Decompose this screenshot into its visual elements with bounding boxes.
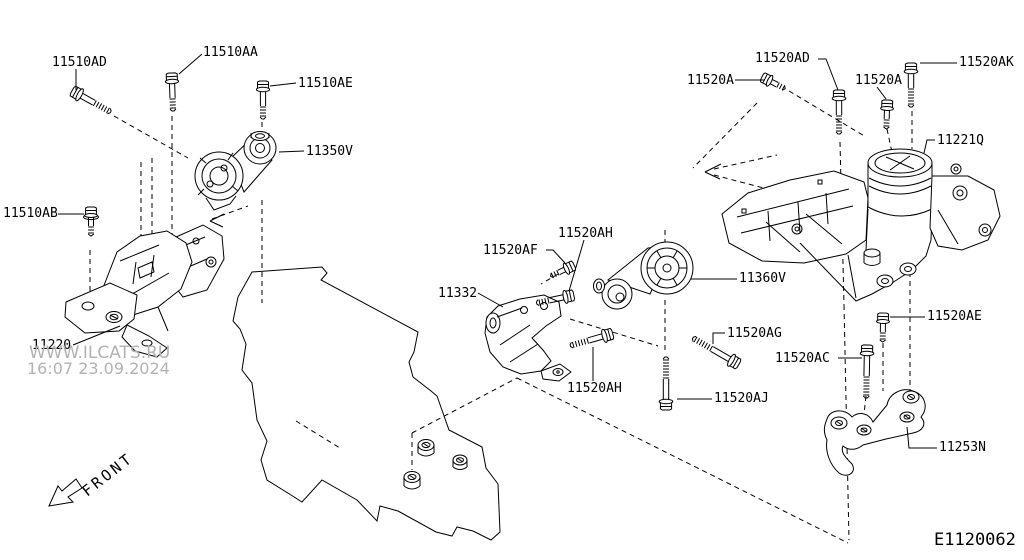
- part-label-11520AG: 11520AG: [727, 326, 782, 341]
- bolts: [68, 62, 919, 411]
- part-label-11510AE: 11510AE: [298, 76, 353, 91]
- front-arrow-icon: [48, 478, 83, 507]
- watermark-site: WWW.ILCATS.RU: [29, 343, 171, 363]
- part-label-11520AH-lower: 11520AH: [567, 381, 622, 396]
- engine-boss-1: [417, 439, 435, 457]
- part-label-11520A-right: 11520A: [855, 73, 902, 88]
- part-label-11220: 11220: [32, 338, 72, 353]
- bolt-11520AE-drawing: [875, 312, 891, 343]
- part-label-11360V: 11360V: [739, 271, 786, 286]
- part-label-11520AH-upper: 11520AH: [558, 226, 613, 241]
- part-label-11221Q: 11221Q: [937, 133, 984, 148]
- center-bracket-11332-drawing: [484, 294, 572, 382]
- part-label-11520A-left: 11520A: [687, 73, 734, 88]
- bolt-11520AJ-drawing: [658, 356, 674, 411]
- part-label-11520AD: 11520AD: [755, 51, 810, 66]
- bolt-11520A-left-drawing: [758, 71, 789, 95]
- part-label-11332: 11332: [438, 286, 478, 301]
- part-label-11520AE: 11520AE: [927, 309, 982, 324]
- torque-rod-11360V-drawing: [593, 241, 694, 310]
- part-label-11520AK: 11520AK: [959, 55, 1014, 70]
- bolt-11510AE-drawing: [255, 80, 271, 120]
- leader-lines: [58, 53, 957, 449]
- bolt-11520AK-drawing: [903, 62, 919, 108]
- part-label-11520AC: 11520AC: [775, 351, 830, 366]
- bolt-11520A-right-drawing: [879, 99, 895, 130]
- part-label-11520AJ: 11520AJ: [714, 391, 769, 406]
- bolt-11510AB-drawing: [84, 206, 98, 237]
- diagram-code: E1120062: [934, 530, 1016, 550]
- bolt-11510AA-drawing: [164, 72, 181, 112]
- pointer-arrowheads: [209, 163, 722, 228]
- bolt-11520AC-drawing: [858, 344, 875, 399]
- engine-block-drawing: [232, 266, 501, 541]
- engine-boss-2: [452, 454, 468, 470]
- part-label-11253N: 11253N: [939, 440, 986, 455]
- bolt-11520AD-drawing: [831, 89, 847, 135]
- part-label-11350V: 11350V: [306, 144, 353, 159]
- right-mount-11221Q-drawing: [721, 148, 1001, 302]
- engine-boss-3: [403, 471, 421, 490]
- part-label-11520AF: 11520AF: [483, 243, 538, 258]
- lower-bracket-11253N-drawing: [823, 389, 926, 476]
- watermark-timestamp: 16:07 23.09.2024: [27, 359, 170, 378]
- part-label-11510AD: 11510AD: [52, 55, 107, 70]
- left-mount-bracket-drawing: [64, 224, 225, 358]
- part-label-11510AA: 11510AA: [203, 45, 258, 60]
- part-label-11510AB: 11510AB: [3, 206, 58, 221]
- torque-rod-11350V-drawing: [194, 131, 277, 211]
- bolt-11520AH-lower-drawing: [567, 326, 616, 353]
